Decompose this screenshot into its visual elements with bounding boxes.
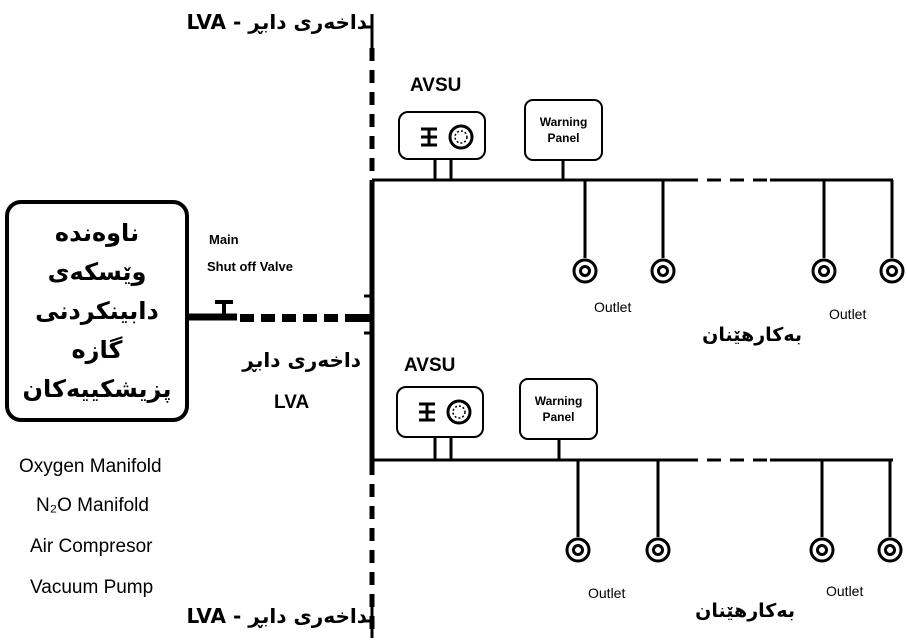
avsu-box-lower bbox=[396, 386, 484, 438]
pressure-gauge-icon bbox=[448, 124, 474, 150]
source-title-line: وێسکەی bbox=[47, 257, 147, 286]
warning-panel-line2: Panel bbox=[542, 410, 575, 424]
pressure-gauge-icon bbox=[446, 399, 472, 425]
gas-outlet-icon bbox=[650, 258, 676, 284]
warning-panel-line2: Panel bbox=[547, 131, 580, 145]
gas-outlet-icon bbox=[809, 537, 835, 563]
source-list-item: N₂O Manifold bbox=[36, 495, 149, 516]
middle-zone-valve-icon bbox=[356, 294, 372, 335]
warning-panel-upper: Warning Panel bbox=[524, 99, 603, 161]
source-title-line: ناوەندە bbox=[54, 218, 140, 247]
valve-icon bbox=[419, 402, 435, 422]
main-valve-label-line1: Main bbox=[209, 232, 239, 247]
bottom-zone-valve-label: LVA - داخەری دابڕ bbox=[186, 604, 367, 628]
main-shutoff-valve-icon bbox=[215, 300, 233, 318]
top-zone-valve-icon bbox=[364, 14, 374, 48]
outlet-label: Outlet bbox=[826, 583, 864, 599]
outlet-label: Outlet bbox=[829, 306, 867, 322]
outlet-label: Outlet bbox=[588, 585, 626, 601]
avsu-label-lower: AVSU bbox=[404, 355, 456, 376]
top-zone-valve-label: LVA - داخەری دابڕ bbox=[186, 10, 367, 34]
outlet-label: Outlet bbox=[594, 299, 632, 315]
middle-zone-valve-abbr: LVA bbox=[274, 392, 310, 413]
gas-supply-center-box: ناوەندە وێسکەی دابینکردنی گازە پزیشکییەک… bbox=[5, 200, 189, 422]
gas-outlet-icon bbox=[811, 258, 837, 284]
valve-icon bbox=[421, 127, 437, 147]
gas-outlet-icon bbox=[877, 537, 903, 563]
gas-outlet-icon bbox=[645, 537, 671, 563]
warning-panel-lower: Warning Panel bbox=[519, 378, 598, 440]
source-title-line: دابینکردنی bbox=[35, 296, 159, 325]
gas-outlet-icon bbox=[572, 258, 598, 284]
source-title-line: گازە bbox=[71, 335, 123, 364]
source-list-item: Oxygen Manifold bbox=[19, 456, 162, 477]
source-list-item: Vacuum Pump bbox=[30, 577, 154, 598]
gas-outlet-icon bbox=[879, 258, 905, 284]
main-valve-label-line2: Shut off Valve bbox=[207, 259, 293, 274]
source-title-line: پزیشکییەکان bbox=[22, 374, 172, 403]
avsu-label-upper: AVSU bbox=[410, 75, 462, 96]
users-label-lower: بەکارهێنان bbox=[695, 600, 795, 622]
avsu-box-upper bbox=[398, 111, 486, 160]
bottom-zone-valve-icon bbox=[364, 605, 374, 638]
warning-panel-line1: Warning bbox=[539, 115, 588, 129]
users-label-upper: بەکارهێنان bbox=[702, 324, 802, 346]
source-list-item: Air Compresor bbox=[30, 536, 153, 557]
warning-panel-line1: Warning bbox=[534, 394, 583, 408]
middle-zone-valve-label: داخەری دابڕ bbox=[242, 348, 361, 372]
gas-outlet-icon bbox=[565, 537, 591, 563]
